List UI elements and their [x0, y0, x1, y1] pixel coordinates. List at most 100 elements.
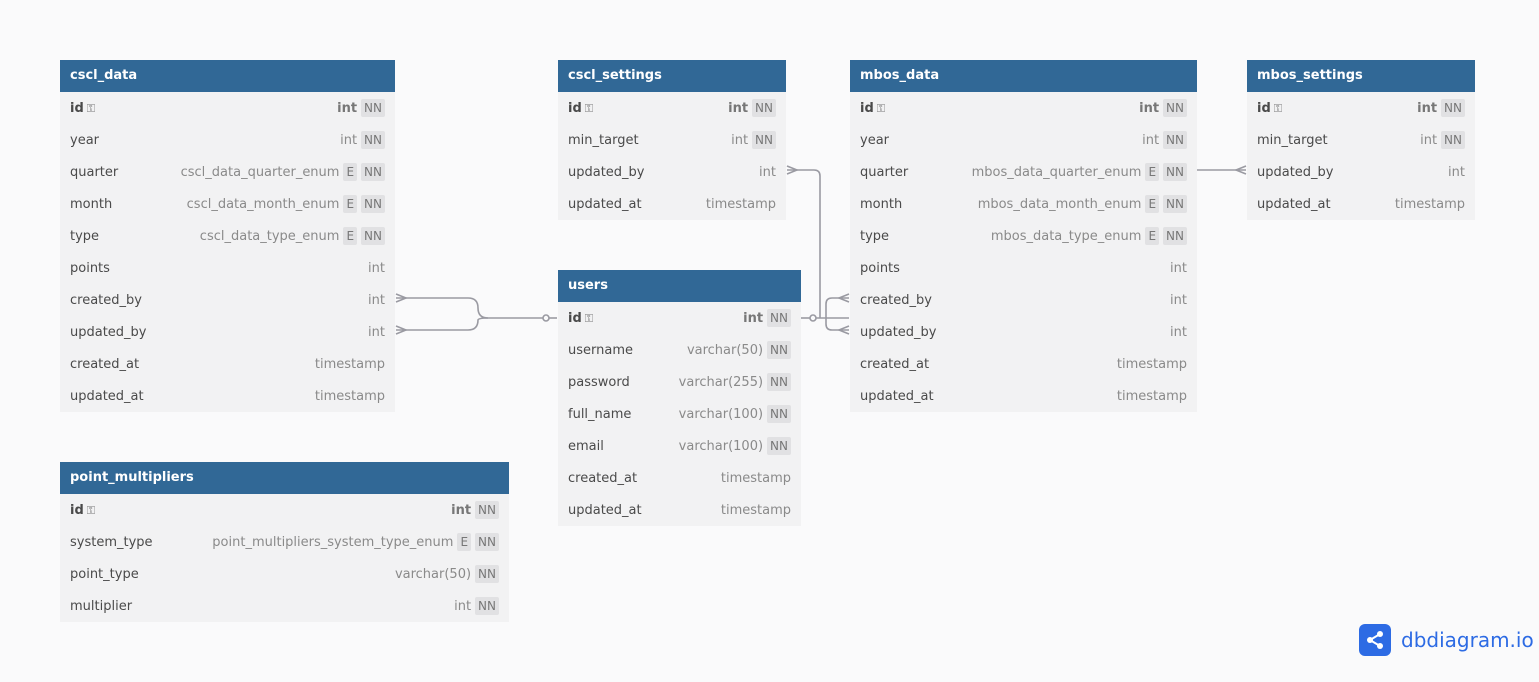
field-name-text: id — [860, 100, 874, 116]
table-header[interactable]: users — [558, 270, 801, 302]
field-name-text: created_at — [70, 356, 140, 372]
not-null-badge: NN — [752, 131, 776, 149]
field-type: int — [743, 310, 764, 326]
field-name-text: quarter — [70, 164, 119, 180]
field-row[interactable]: created_by int — [850, 284, 1197, 316]
not-null-badge: NN — [1163, 227, 1187, 245]
field-name: created_by — [860, 293, 1170, 308]
field-name-text: email — [568, 438, 604, 454]
field-type: int — [451, 502, 472, 518]
field-name: quarter — [70, 165, 181, 180]
field-name-text: updated_at — [568, 502, 642, 518]
table-header[interactable]: point_multipliers — [60, 462, 509, 494]
field-name: points — [70, 261, 368, 276]
not-null-badge: NN — [1163, 99, 1187, 117]
field-type: int — [454, 598, 472, 614]
field-name: min_target — [568, 133, 731, 148]
field-name-text: multiplier — [70, 598, 133, 614]
enum-badge: E — [1145, 227, 1160, 245]
field-name: min_target — [1257, 133, 1420, 148]
field-name: id⚿ — [1257, 101, 1417, 116]
table-header[interactable]: cscl_settings — [558, 60, 786, 92]
field-name: updated_at — [568, 197, 706, 212]
field-type: timestamp — [314, 388, 385, 404]
field-name: created_at — [70, 357, 315, 372]
table-header[interactable]: cscl_data — [60, 60, 395, 92]
field-name-text: updated_at — [568, 196, 642, 212]
field-name: email — [568, 439, 679, 454]
field-name: updated_by — [568, 165, 759, 180]
not-null-badge: NN — [767, 309, 791, 327]
field-type: cscl_data_type_enum — [199, 228, 340, 244]
not-null-badge: NN — [1441, 131, 1465, 149]
field-name: id⚿ — [568, 311, 743, 326]
field-name: month — [860, 197, 978, 212]
key-icon: ⚿ — [584, 311, 594, 325]
dbdiagram-logo[interactable]: dbdiagram.io — [1359, 624, 1534, 656]
field-type: int — [368, 292, 385, 308]
field-name-text: point_type — [70, 566, 139, 582]
field-type: varchar(50) — [686, 342, 764, 358]
table-header[interactable]: mbos_settings — [1247, 60, 1475, 92]
field-type: int — [1170, 292, 1187, 308]
field-name: point_type — [70, 567, 395, 582]
field-name-text: updated_at — [860, 388, 934, 404]
field-name-text: created_by — [860, 292, 932, 308]
not-null-badge: NN — [361, 195, 385, 213]
field-name: system_type — [70, 535, 212, 550]
table-header[interactable]: mbos_data — [850, 60, 1197, 92]
enum-badge: E — [457, 533, 472, 551]
field-name-text: updated_by — [1257, 164, 1334, 180]
field-name: updated_at — [70, 389, 315, 404]
field-name: points — [860, 261, 1170, 276]
field-name-text: id — [1257, 100, 1271, 116]
field-name-text: id — [568, 310, 582, 326]
field-name-text: year — [860, 132, 890, 148]
logo-text: dbdiagram.io — [1401, 628, 1534, 652]
